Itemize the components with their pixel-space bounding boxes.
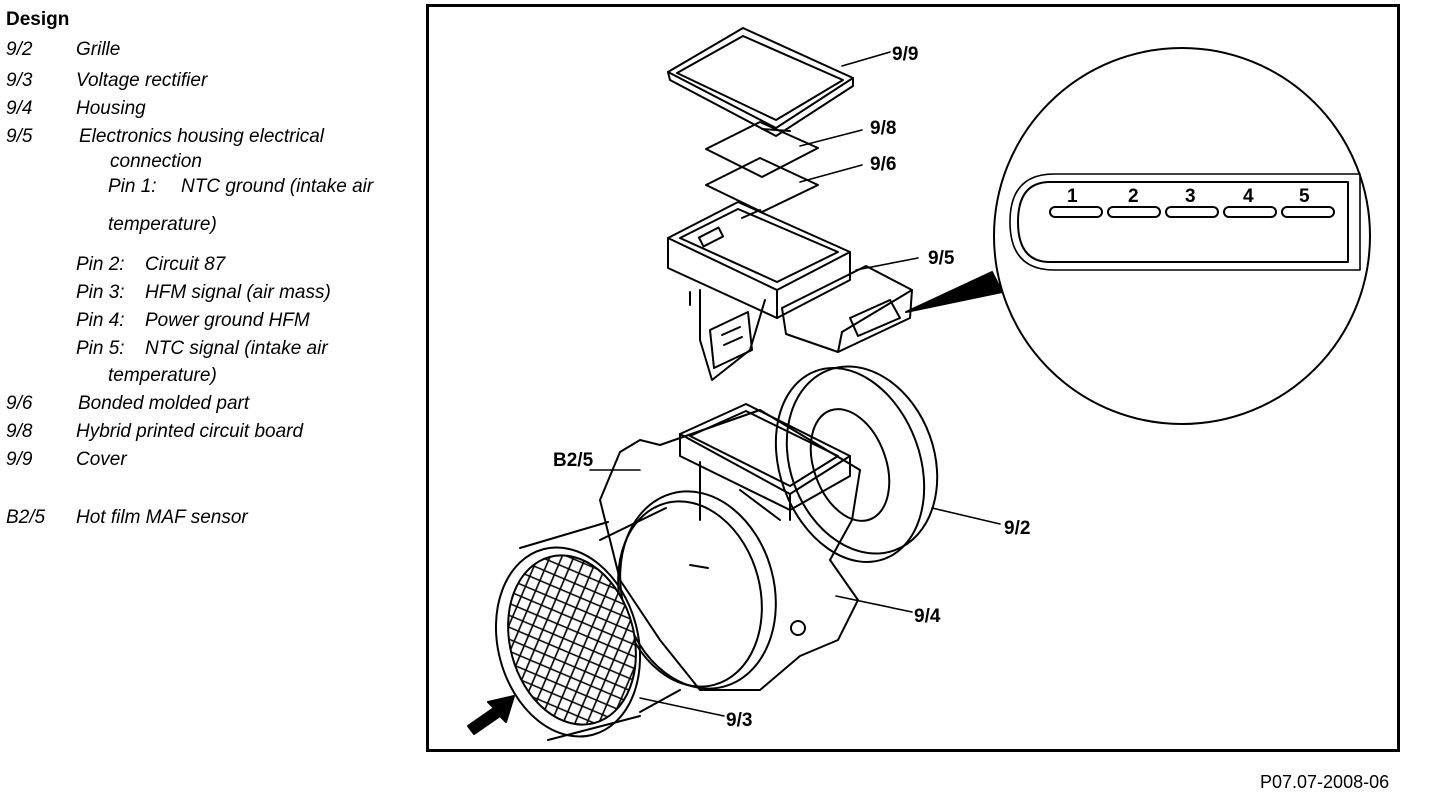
air-flow-arrow-icon <box>467 695 515 735</box>
legend-text: Hot film MAF sensor <box>76 507 248 528</box>
figure-id: P07.07-2008-06 <box>1260 772 1390 792</box>
legend-text: Electronics housing electrical <box>79 126 325 147</box>
callout-9-4: 9/4 <box>914 606 941 627</box>
callout-9-5: 9/5 <box>928 248 955 269</box>
cover-part <box>667 27 854 137</box>
pin-text-cont: temperature) <box>108 365 217 386</box>
pin-label: Pin 3: <box>76 282 125 303</box>
pin-text: HFM signal (air mass) <box>145 282 331 303</box>
pin-number: 5 <box>1299 186 1310 207</box>
connector-pin-detail <box>905 47 1371 425</box>
legend-code: 9/5 <box>6 126 33 147</box>
pin-label: Pin 1: <box>108 176 157 197</box>
legend-text: Grille <box>76 39 121 60</box>
callout-9-9: 9/9 <box>892 44 918 65</box>
legend-code: 9/2 <box>6 39 33 60</box>
legend-title: Design <box>6 9 70 30</box>
circuit-board-part <box>705 121 819 178</box>
legend-text: Bonded molded part <box>78 393 250 414</box>
legend-text: Hybrid printed circuit board <box>76 421 304 442</box>
legend: Design 9/2 Grille 9/3 Voltage rectifier … <box>0 0 420 560</box>
legend-text: Housing <box>76 98 146 119</box>
pin-text-cont: temperature) <box>108 214 217 235</box>
pin-label: Pin 2: <box>76 254 125 275</box>
legend-code: 9/9 <box>6 449 33 470</box>
housing-part <box>599 403 861 691</box>
diagram-frame <box>426 4 1400 752</box>
pin-number: 4 <box>1243 186 1254 207</box>
voltage-rectifier-part <box>494 507 681 741</box>
pin-number: 3 <box>1185 186 1196 207</box>
pin-text: Power ground HFM <box>145 310 310 331</box>
electronics-housing-part <box>667 201 913 381</box>
legend-text: Voltage rectifier <box>76 70 208 91</box>
pin-number: 1 <box>1067 186 1078 207</box>
legend-code: 9/4 <box>6 98 33 119</box>
legend-code: 9/6 <box>6 393 33 414</box>
legend-code: 9/8 <box>6 421 33 442</box>
callout-9-6: 9/6 <box>870 154 896 175</box>
pin-text: NTC ground (intake air <box>181 176 374 197</box>
callout-b2-5: B2/5 <box>553 450 594 471</box>
callout-9-2: 9/2 <box>1004 518 1030 539</box>
legend-text-cont: connection <box>110 151 202 172</box>
callout-9-8: 9/8 <box>870 118 896 139</box>
leader-lines <box>589 51 1001 717</box>
grille-part <box>774 365 939 563</box>
legend-text: Cover <box>76 449 127 470</box>
pin-text: Circuit 87 <box>145 254 226 275</box>
callout-9-3: 9/3 <box>726 710 752 731</box>
pin-label: Pin 5: <box>76 338 125 359</box>
pin-text: NTC signal (intake air <box>145 338 328 359</box>
pin-label: Pin 4: <box>76 310 125 331</box>
legend-code: 9/3 <box>6 70 33 91</box>
legend-code: B2/5 <box>6 507 46 528</box>
pin-number: 2 <box>1128 186 1139 207</box>
bonded-molded-part <box>705 157 819 213</box>
